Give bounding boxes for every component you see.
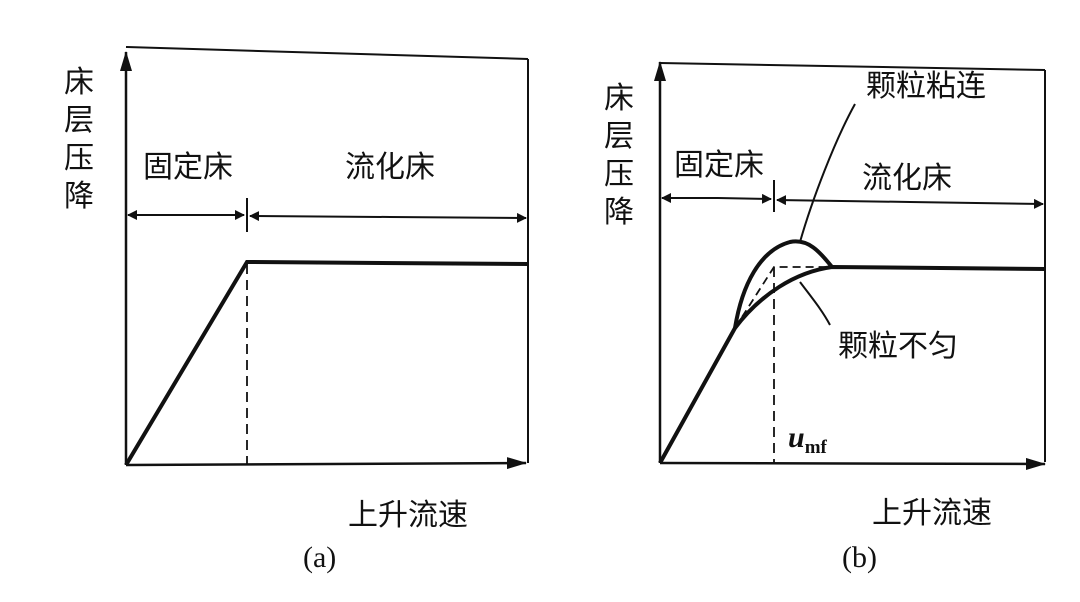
panel-b-caption: (b) [842, 541, 877, 574]
panel-a-fluid-arrow-left [249, 211, 391, 222]
panel-a-y-label-3: 降 [64, 179, 94, 214]
panel-a-fixed-bed-label: 固定床 [143, 150, 233, 185]
panel-b-fluidized-bed-label: 流化床 [862, 161, 952, 196]
panel-b-fluid-arrow-left [776, 195, 911, 206]
panel-a-y-label-0: 床 [64, 65, 94, 100]
panel-a-fluidized-bed-label: 流化床 [345, 150, 435, 185]
panel-b-nonuniform-leader [799, 281, 831, 326]
panel-a: 床 层 压 降 固定床 流化床 上升流速 (a) [64, 46, 529, 574]
panel-b-sticking-leader [799, 103, 856, 243]
panel-a-x-axis [125, 457, 527, 470]
panel-b-x-axis [659, 457, 1046, 470]
panel-a-x-label: 上升流速 [348, 498, 468, 533]
panel-b-fixed-arrow-right [717, 193, 772, 204]
panel-a-frame-top [125, 46, 529, 60]
panel-b: 床 层 压 降 固定床 流化床 颗粒粘连 颗粒不匀 umf 上升流速 (b) [604, 61, 1046, 574]
panel-b-y-label-0: 床 [604, 81, 634, 116]
panel-a-caption: (a) [303, 541, 336, 574]
panel-b-x-label: 上升流速 [872, 496, 992, 531]
panel-b-sticking-hump [733, 239, 834, 329]
panel-a-fluid-arrow-right [389, 212, 527, 223]
panel-b-fluid-arrow-right [909, 198, 1044, 209]
panel-b-y-label-3: 降 [604, 195, 634, 230]
panel-b-umf-label: umf [788, 421, 828, 458]
panel-b-pressure-curve [658, 264, 1046, 464]
panel-a-y-label-1: 层 [64, 103, 94, 138]
panel-b-y-label-2: 压 [604, 157, 634, 192]
panel-b-y-label-1: 层 [604, 119, 634, 154]
panel-a-pressure-curve [124, 259, 529, 467]
panel-b-sticking-label: 颗粒粘连 [866, 69, 986, 104]
panel-b-nonuniform-label: 颗粒不匀 [838, 329, 958, 364]
panel-a-y-label-2: 压 [64, 141, 94, 176]
panel-b-fixed-bed-label: 固定床 [674, 148, 764, 183]
panel-b-frame-top [659, 62, 1046, 71]
